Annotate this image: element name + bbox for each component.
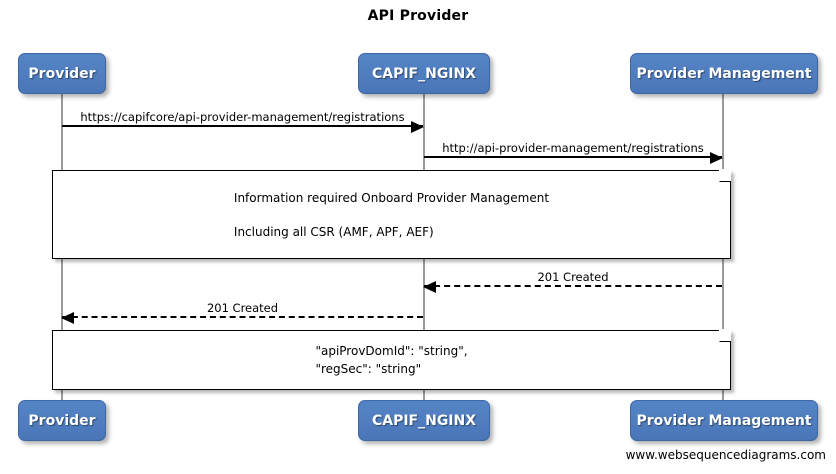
message-1-line xyxy=(62,121,424,133)
note-fold-corner-icon xyxy=(718,328,732,342)
message-3-label: 201 Created xyxy=(537,270,609,284)
message-1[interactable]: https://capifcore/api-provider-managemen… xyxy=(62,105,424,133)
actor-label-capif-nginx-top: CAPIF_NGINX xyxy=(371,65,477,82)
message-3-line xyxy=(423,281,722,293)
note-response-payload: "apiProvDomId": "string", "regSec": "str… xyxy=(52,328,732,390)
arrow-head-right-icon xyxy=(411,121,424,133)
actor-box-capif-nginx-bottom[interactable]: CAPIF_NGINX xyxy=(358,400,490,441)
note-1-body: Information required Onboard Provider Ma… xyxy=(53,171,730,258)
note-1-lines: Information required Onboard Provider Ma… xyxy=(234,190,549,240)
actor-label-provider-management-top: Provider Management xyxy=(636,65,812,82)
note-2-body: "apiProvDomId": "string", "regSec": "str… xyxy=(53,331,730,389)
note-2-lines: "apiProvDomId": "string", "regSec": "str… xyxy=(315,343,467,377)
message-1-label: https://capifcore/api-provider-managemen… xyxy=(80,110,405,124)
message-2[interactable]: http://api-provider-management/registrat… xyxy=(424,136,723,164)
message-2-label: http://api-provider-management/registrat… xyxy=(442,141,704,155)
actor-box-provider-bottom[interactable]: Provider xyxy=(18,400,106,441)
note-1-line-2: Including all CSR (AMF, APF, AEF) xyxy=(233,224,434,239)
actor-label-capif-nginx-bottom: CAPIF_NGINX xyxy=(371,412,477,429)
actor-box-provider-top[interactable]: Provider xyxy=(18,53,106,94)
diagram-title: API Provider xyxy=(367,8,469,24)
note-information-required: Information required Onboard Provider Ma… xyxy=(52,168,732,259)
actor-box-provider-management-bottom[interactable]: Provider Management xyxy=(630,400,818,441)
actor-label-provider-management-bottom: Provider Management xyxy=(636,412,812,429)
arrow-head-right-icon xyxy=(710,152,723,164)
note-2-line-2: "regSec": "string" xyxy=(315,362,422,376)
message-4-label: 201 Created xyxy=(206,301,279,315)
message-2-line xyxy=(424,152,723,164)
note-fold-corner-icon xyxy=(718,168,732,182)
actor-label-provider-top: Provider xyxy=(28,65,96,82)
message-3[interactable]: 201 Created xyxy=(423,265,722,293)
note-2-line-1: "apiProvDomId": "string", xyxy=(315,344,468,358)
actor-label-provider-bottom: Provider xyxy=(28,412,96,429)
message-4-line xyxy=(61,312,423,324)
actor-box-provider-management-top[interactable]: Provider Management xyxy=(630,53,818,94)
arrow-head-left-icon xyxy=(423,281,436,293)
footer-credit: www.websequencediagrams.com xyxy=(625,448,826,462)
arrow-head-left-icon xyxy=(61,312,74,324)
actor-box-capif-nginx-top[interactable]: CAPIF_NGINX xyxy=(358,53,490,94)
message-4[interactable]: 201 Created xyxy=(61,296,423,324)
note-1-line-1: Information required Onboard Provider Ma… xyxy=(233,190,550,205)
